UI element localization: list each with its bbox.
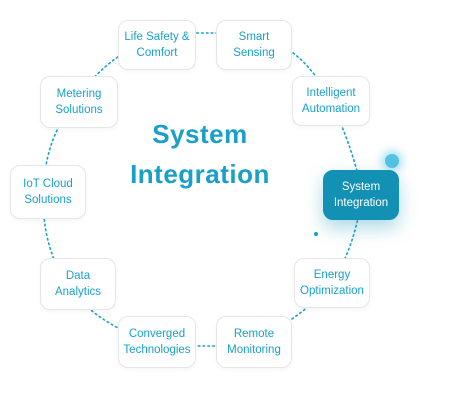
node-intelligent-automation[interactable]: Intelligent Automation bbox=[292, 76, 370, 126]
center-title: System Integration bbox=[100, 114, 300, 194]
node-system-integration[interactable]: System Integration bbox=[323, 170, 399, 220]
title-line-2: Integration bbox=[130, 159, 270, 189]
node-life-safety-comfort[interactable]: Life Safety & Comfort bbox=[118, 20, 196, 70]
node-remote-monitoring[interactable]: Remote Monitoring bbox=[216, 316, 292, 368]
glow-dot bbox=[385, 154, 399, 168]
node-energy-optimization[interactable]: Energy Optimization bbox=[294, 258, 370, 308]
small-dot bbox=[314, 232, 318, 236]
node-data-analytics[interactable]: Data Analytics bbox=[40, 258, 116, 310]
node-converged-technologies[interactable]: Converged Technologies bbox=[118, 316, 196, 368]
node-metering-solutions[interactable]: Metering Solutions bbox=[40, 76, 118, 128]
node-smart-sensing[interactable]: Smart Sensing bbox=[216, 20, 292, 70]
title-line-1: System bbox=[152, 119, 248, 149]
node-iot-cloud-solutions[interactable]: IoT Cloud Solutions bbox=[10, 165, 86, 219]
